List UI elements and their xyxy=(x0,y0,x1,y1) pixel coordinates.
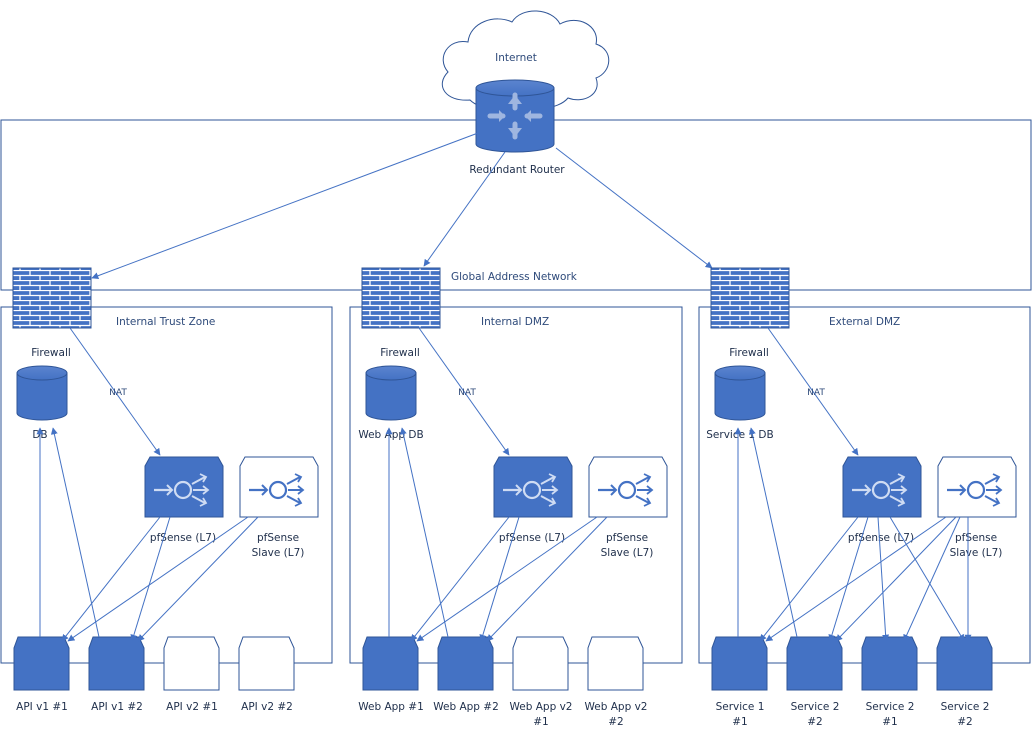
db-icon-2 xyxy=(714,365,766,421)
pfsense-main-label-0: pfSense (L7) xyxy=(150,532,216,544)
db-label-1: Web App DB xyxy=(358,429,423,441)
firewall-label-2: Firewall xyxy=(729,347,769,359)
server-2-2[interactable] xyxy=(861,636,918,691)
db-icon-0 xyxy=(16,365,68,421)
server-label-2-1: Service 2 xyxy=(791,701,840,713)
firewall-icon-0 xyxy=(12,267,92,329)
server-2-1[interactable] xyxy=(786,636,843,691)
link-s2-db-1 xyxy=(399,427,449,638)
link-nat-2 xyxy=(767,327,859,456)
server-0-3[interactable] xyxy=(238,636,295,691)
server-label-0-1: API v1 #2 xyxy=(91,701,143,713)
zone-title-0: Internal Trust Zone xyxy=(116,316,215,328)
server-1-2[interactable] xyxy=(512,636,569,691)
server-label-0-2: API v2 #1 xyxy=(166,701,218,713)
link-router-fw1 xyxy=(91,132,479,280)
server-1-1[interactable] xyxy=(437,636,494,691)
server-label-0-3: API v2 #2 xyxy=(241,701,293,713)
firewall-label-1: Firewall xyxy=(380,347,420,359)
pfsense-slave-label2-2: Slave (L7) xyxy=(950,547,1003,559)
server-1-0[interactable] xyxy=(362,636,419,691)
link-lb-s1-0 xyxy=(61,516,161,642)
link-router-fw2 xyxy=(423,151,506,267)
link-lb-s4-2 xyxy=(889,516,965,642)
server-label-1-2: Web App v2 xyxy=(510,701,573,713)
server-label-2-2: Service 2 xyxy=(866,701,915,713)
firewall-label-0: Firewall xyxy=(31,347,71,359)
zone-title-2: External DMZ xyxy=(829,316,900,328)
server-label-1-3: Web App v2 xyxy=(585,701,648,713)
pfsense-slave-label2-1: Slave (L7) xyxy=(601,547,654,559)
link-router-fw3 xyxy=(555,147,713,269)
link-nat-1 xyxy=(418,327,510,456)
server-2-3[interactable] xyxy=(936,636,993,691)
pfsense-slave-label2-0: Slave (L7) xyxy=(252,547,305,559)
link-slave-s1-2 xyxy=(765,516,947,642)
firewall-icon-2 xyxy=(710,267,790,329)
server-label-1-1: Web App #2 xyxy=(433,701,499,713)
pfsense-slave-icon-1[interactable] xyxy=(588,456,668,518)
link-lb-s1-1 xyxy=(410,516,510,642)
link-slave-s1-1 xyxy=(416,516,598,642)
router-label: Redundant Router xyxy=(469,164,565,176)
pfsense-main-icon-1[interactable] xyxy=(493,456,573,518)
server-sublabel-1-2: #1 xyxy=(533,716,548,728)
server-label-1-0: Web App #1 xyxy=(358,701,424,713)
link-slave-s1-0 xyxy=(67,516,249,642)
link-lb-s2-2 xyxy=(828,516,869,642)
pfsense-main-icon-2[interactable] xyxy=(842,456,922,518)
global-network-label: Global Address Network xyxy=(451,271,578,283)
server-2-0[interactable] xyxy=(711,636,768,691)
pfsense-main-icon-0[interactable] xyxy=(144,456,224,518)
link-lb-s1-2 xyxy=(759,516,859,642)
nat-label-2: NAT xyxy=(807,388,825,398)
server-sublabel-1-3: #2 xyxy=(608,716,623,728)
link-s2-db-2 xyxy=(748,427,798,638)
link-slave-s2-2 xyxy=(835,516,957,642)
db-label-2: Service 1 DB xyxy=(706,429,773,441)
server-0-2[interactable] xyxy=(163,636,220,691)
zone-title-1: Internal DMZ xyxy=(481,316,549,328)
server-1-3[interactable] xyxy=(587,636,644,691)
internet-label: Internet xyxy=(495,52,537,64)
link-slave-s3-2 xyxy=(903,516,961,642)
server-label-2-0: Service 1 xyxy=(716,701,765,713)
server-label-0-0: API v1 #1 xyxy=(16,701,68,713)
firewall-icon-1 xyxy=(361,267,441,329)
pfsense-slave-icon-0[interactable] xyxy=(239,456,319,518)
link-nat-0 xyxy=(69,327,161,456)
nat-label-1: NAT xyxy=(458,388,476,398)
router-icon xyxy=(475,79,555,153)
pfsense-main-label-2: pfSense (L7) xyxy=(848,532,914,544)
nat-label-0: NAT xyxy=(109,388,127,398)
link-lb-s2-0 xyxy=(130,516,171,642)
server-sublabel-2-2: #1 xyxy=(882,716,897,728)
pfsense-main-label-1: pfSense (L7) xyxy=(499,532,565,544)
link-lb-s3-2 xyxy=(877,516,890,642)
server-sublabel-2-0: #1 xyxy=(732,716,747,728)
link-slave-s2-0 xyxy=(137,516,259,642)
pfsense-slave-label1-0: pfSense xyxy=(257,532,299,544)
server-sublabel-2-3: #2 xyxy=(957,716,972,728)
pfsense-slave-icon-2[interactable] xyxy=(937,456,1017,518)
server-sublabel-2-1: #2 xyxy=(807,716,822,728)
link-slave-s2-1 xyxy=(486,516,608,642)
pfsense-slave-label1-1: pfSense xyxy=(606,532,648,544)
link-s2-db-0 xyxy=(50,427,100,638)
server-label-2-3: Service 2 xyxy=(941,701,990,713)
server-0-0[interactable] xyxy=(13,636,70,691)
db-icon-1 xyxy=(365,365,417,421)
link-lb-s2-1 xyxy=(479,516,520,642)
pfsense-slave-label1-2: pfSense xyxy=(955,532,997,544)
server-0-1[interactable] xyxy=(88,636,145,691)
